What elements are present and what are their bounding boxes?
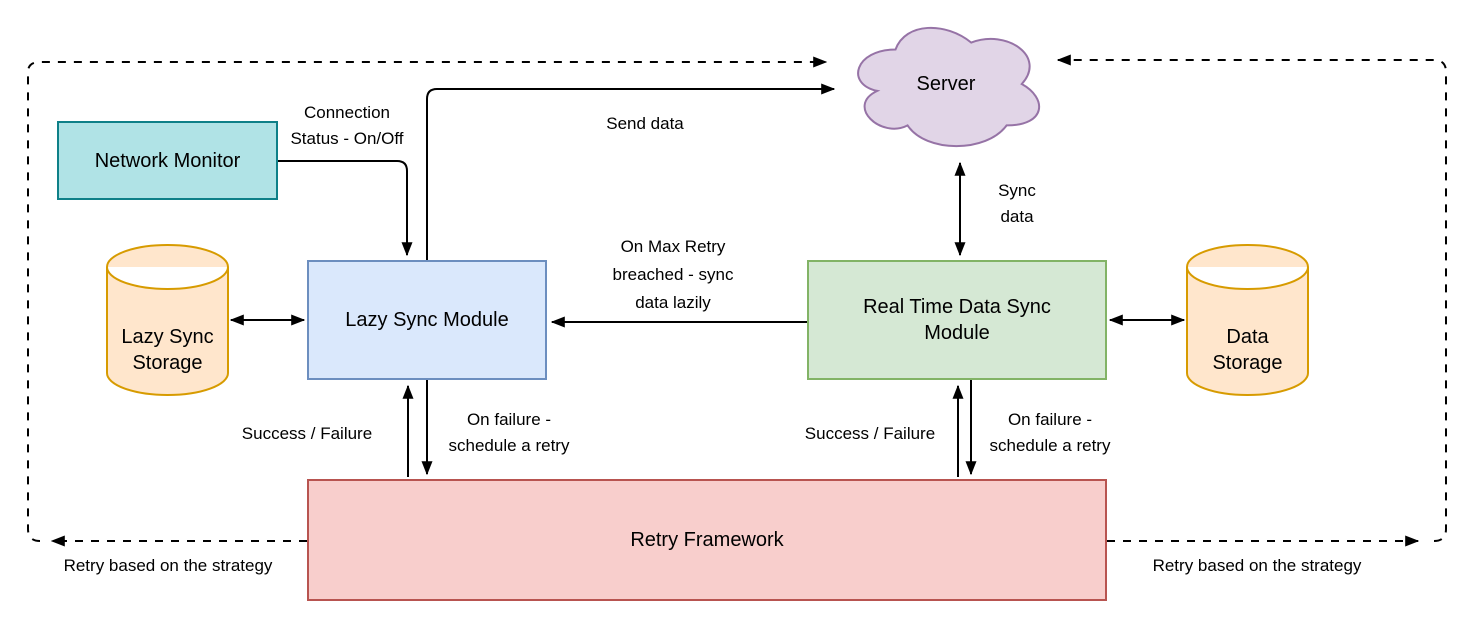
data-storage-cylinder xyxy=(1186,244,1309,396)
on-failure-left-line1: On failure - xyxy=(466,410,552,429)
lazy-sync-storage-line2: Storage xyxy=(132,352,203,374)
label-on-max-retry: On Max Retry breached - sync data lazily xyxy=(583,233,763,317)
on-max-retry-line1: On Max Retry xyxy=(620,237,726,256)
label-success-failure-right: Success / Failure xyxy=(804,424,936,443)
node-data-storage-label: Data Storage xyxy=(1187,300,1308,400)
lazy-sync-storage-cylinder xyxy=(106,244,229,396)
label-sync-data: Sync data xyxy=(977,178,1057,230)
label-retry-strategy-left: Retry based on the strategy xyxy=(63,556,273,575)
lazy-sync-module-label: Lazy Sync Module xyxy=(345,309,509,331)
node-retry-framework: Retry Framework xyxy=(307,479,1107,601)
lazy-sync-storage-line1: Lazy Sync xyxy=(121,326,214,348)
data-storage-line1: Data xyxy=(1226,326,1269,348)
label-connection-status: Connection Status - On/Off xyxy=(267,100,427,152)
node-server: Server xyxy=(845,15,1047,153)
on-failure-right-line2: schedule a retry xyxy=(989,436,1111,455)
node-lazy-sync-storage-label: Lazy Sync Storage xyxy=(107,300,228,400)
real-time-label-line1: Real Time Data Sync xyxy=(863,296,1051,318)
data-storage-line2: Storage xyxy=(1212,352,1283,374)
connection-status-line2: Status - On/Off xyxy=(290,129,404,148)
real-time-label-line2: Module xyxy=(924,322,990,344)
on-failure-left-line2: schedule a retry xyxy=(448,436,570,455)
network-monitor-label: Network Monitor xyxy=(94,149,241,172)
server-label: Server xyxy=(916,73,976,95)
label-on-failure-right: On failure - schedule a retry xyxy=(960,407,1140,459)
edge-lazy-to-server-send-data xyxy=(426,83,836,260)
label-success-failure-left: Success / Failure xyxy=(241,424,373,443)
label-on-failure-left: On failure - schedule a retry xyxy=(419,407,599,459)
node-real-time-sync-module: Real Time Data Sync Module xyxy=(807,260,1107,380)
edge-network-monitor-to-lazy xyxy=(278,160,413,257)
edge-border-right-to-server-dashed xyxy=(1056,54,1447,542)
sync-data-line1: Sync xyxy=(998,181,1036,200)
retry-framework-label: Retry Framework xyxy=(630,529,784,551)
server-cloud-shape xyxy=(857,26,1040,148)
label-retry-strategy-right: Retry based on the strategy xyxy=(1152,556,1362,575)
connection-status-line1: Connection xyxy=(303,103,390,122)
edge-border-left-to-server-dashed xyxy=(27,56,828,542)
node-lazy-sync-module: Lazy Sync Module xyxy=(307,260,547,380)
on-max-retry-line2: breached - sync xyxy=(612,265,734,284)
on-max-retry-line3: data lazily xyxy=(635,293,711,312)
sync-data-line2: data xyxy=(1000,207,1034,226)
on-failure-right-line1: On failure - xyxy=(1007,410,1093,429)
label-send-data: Send data xyxy=(606,114,684,133)
node-network-monitor: Network Monitor xyxy=(57,121,278,200)
